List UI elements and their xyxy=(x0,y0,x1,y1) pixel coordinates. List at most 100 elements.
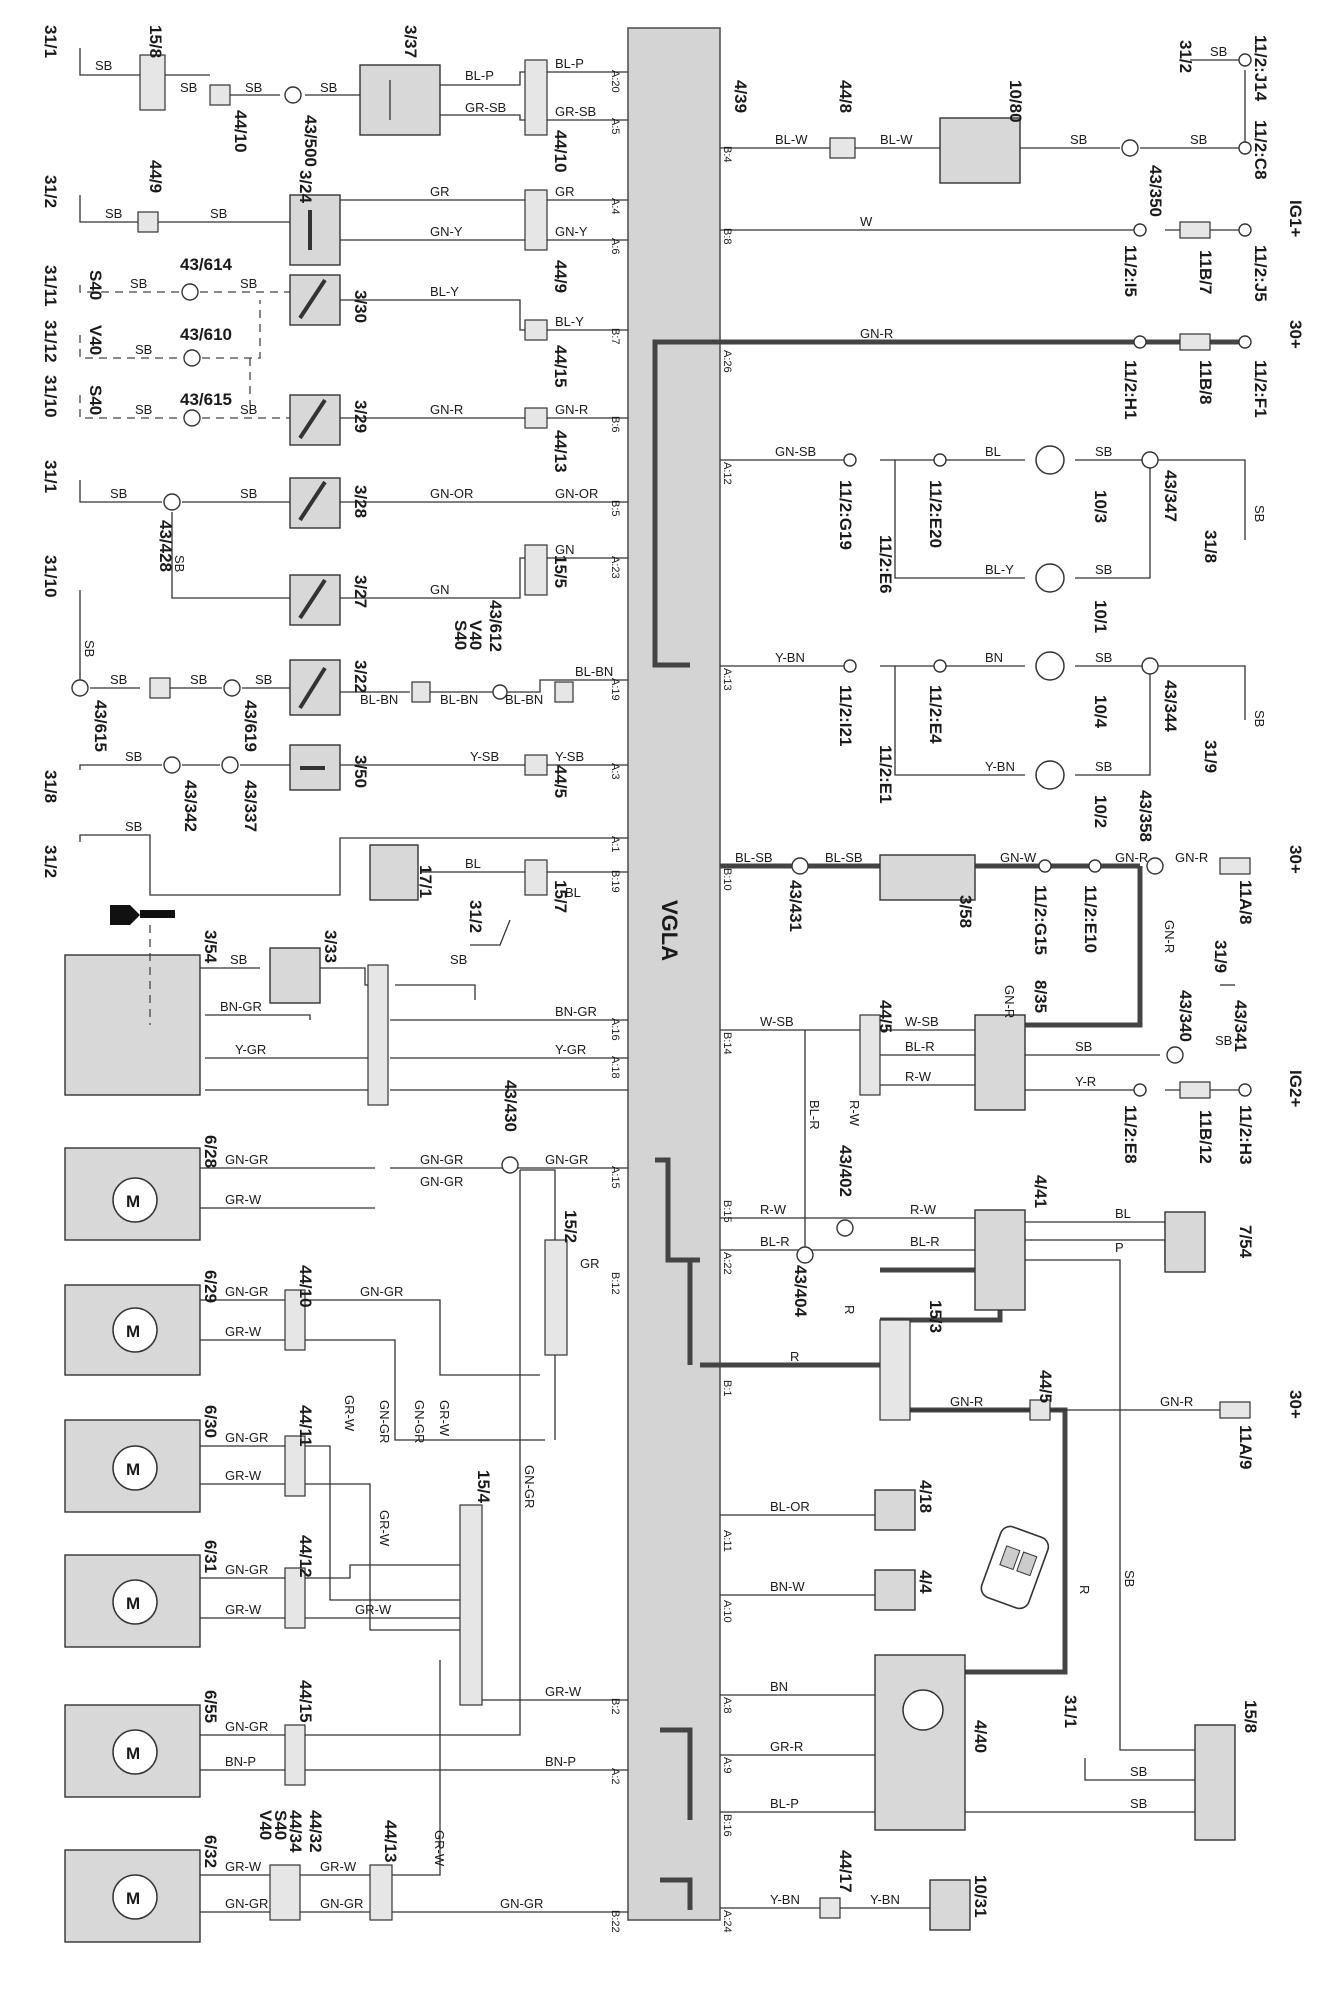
svg-text:GR-W: GR-W xyxy=(320,1859,357,1874)
svg-text:31/9: 31/9 xyxy=(1211,940,1230,973)
svg-text:BL-R: BL-R xyxy=(905,1039,935,1054)
svg-text:W-SB: W-SB xyxy=(905,1014,939,1029)
svg-text:B:7: B:7 xyxy=(609,328,621,345)
svg-text:3/29: 3/29 xyxy=(351,400,370,433)
svg-text:R-W: R-W xyxy=(760,1202,787,1217)
svg-text:A:19: A:19 xyxy=(609,678,621,701)
motor-6-30: M xyxy=(64,1419,201,1513)
svg-text:31/1: 31/1 xyxy=(1061,1695,1080,1728)
svg-text:43/428: 43/428 xyxy=(156,520,175,572)
svg-text:43/614: 43/614 xyxy=(180,255,233,274)
svg-text:SB: SB xyxy=(1070,132,1087,147)
svg-text:Y-SB: Y-SB xyxy=(555,749,584,764)
svg-text:15/4: 15/4 xyxy=(474,1470,493,1504)
svg-text:SB: SB xyxy=(110,672,127,687)
svg-text:V40: V40 xyxy=(256,1810,275,1840)
svg-text:GR: GR xyxy=(580,1256,600,1271)
svg-text:43/402: 43/402 xyxy=(836,1145,855,1197)
svg-text:11/2:J5: 11/2:J5 xyxy=(1251,245,1270,302)
svg-text:BN-GR: BN-GR xyxy=(555,1004,597,1019)
svg-text:Y-GR: Y-GR xyxy=(235,1042,266,1057)
svg-text:43/347: 43/347 xyxy=(1161,470,1180,522)
svg-text:GN-GR: GN-GR xyxy=(500,1896,543,1911)
svg-text:BL-BN: BL-BN xyxy=(440,692,478,707)
svg-text:31/1: 31/1 xyxy=(41,460,60,493)
svg-text:15/8: 15/8 xyxy=(146,25,165,58)
svg-text:44/5: 44/5 xyxy=(1036,1370,1055,1403)
svg-text:SB: SB xyxy=(320,80,337,95)
svg-text:GN-GR: GN-GR xyxy=(420,1152,463,1167)
svg-text:3/27: 3/27 xyxy=(351,575,370,608)
svg-text:GR-W: GR-W xyxy=(342,1395,357,1432)
svg-text:R-W: R-W xyxy=(847,1100,862,1127)
svg-text:SB: SB xyxy=(105,206,122,221)
svg-text:GR-W: GR-W xyxy=(437,1400,452,1437)
svg-text:4/40: 4/40 xyxy=(971,1720,990,1753)
svg-text:44/17: 44/17 xyxy=(836,1850,855,1893)
svg-text:B:5: B:5 xyxy=(609,500,621,517)
svg-text:SB: SB xyxy=(125,749,142,764)
svg-text:31/2: 31/2 xyxy=(41,845,60,878)
svg-text:P: P xyxy=(1115,1240,1124,1255)
svg-text:B:14: B:14 xyxy=(721,1032,733,1055)
svg-text:31/2: 31/2 xyxy=(466,900,485,933)
svg-text:17/1: 17/1 xyxy=(416,865,435,898)
svg-text:SB: SB xyxy=(1095,759,1112,774)
svg-text:3/22: 3/22 xyxy=(351,660,370,693)
svg-text:BL-OR: BL-OR xyxy=(770,1499,810,1514)
svg-text:SB: SB xyxy=(1190,132,1207,147)
svg-text:43/344: 43/344 xyxy=(1161,680,1180,733)
svg-text:SB: SB xyxy=(135,342,152,357)
svg-text:15/7: 15/7 xyxy=(551,880,570,913)
svg-text:M: M xyxy=(126,1744,140,1763)
svg-text:BL-BN: BL-BN xyxy=(505,692,543,707)
svg-text:A:3: A:3 xyxy=(609,763,621,780)
svg-text:6/55: 6/55 xyxy=(201,1690,220,1723)
svg-text:43/430: 43/430 xyxy=(501,1080,520,1132)
svg-text:SB: SB xyxy=(240,276,257,291)
svg-text:11/2:J14: 11/2:J14 xyxy=(1251,35,1270,102)
svg-text:44/12: 44/12 xyxy=(296,1535,315,1578)
svg-text:SB: SB xyxy=(1130,1764,1147,1779)
svg-text:GR-SB: GR-SB xyxy=(465,100,506,115)
svg-text:B:2: B:2 xyxy=(609,1698,621,1715)
svg-text:44/8: 44/8 xyxy=(836,80,855,113)
svg-text:SB: SB xyxy=(190,672,207,687)
svg-text:BL-P: BL-P xyxy=(770,1796,799,1811)
svg-text:R: R xyxy=(1077,1585,1092,1594)
svg-text:6/28: 6/28 xyxy=(201,1135,220,1168)
svg-text:11/2:E1: 11/2:E1 xyxy=(876,745,895,804)
svg-text:10/3: 10/3 xyxy=(1091,490,1110,523)
svg-text:GN-R: GN-R xyxy=(1002,985,1017,1018)
svg-text:31/10: 31/10 xyxy=(41,555,60,598)
svg-text:M: M xyxy=(126,1192,140,1211)
svg-text:30+: 30+ xyxy=(1286,845,1305,874)
svg-text:A:1: A:1 xyxy=(609,836,621,853)
svg-text:15/3: 15/3 xyxy=(926,1300,945,1333)
svg-text:GN-GR: GN-GR xyxy=(360,1284,403,1299)
svg-text:43/615: 43/615 xyxy=(91,700,110,752)
svg-text:GN: GN xyxy=(430,582,450,597)
svg-text:GN-GR: GN-GR xyxy=(225,1719,268,1734)
svg-text:GN-GR: GN-GR xyxy=(320,1896,363,1911)
svg-text:GR-W: GR-W xyxy=(545,1684,582,1699)
switch-boxes xyxy=(64,64,441,1096)
svg-text:B:8: B:8 xyxy=(721,228,733,245)
svg-text:A:10: A:10 xyxy=(721,1600,733,1623)
svg-text:B:16: B:16 xyxy=(721,1814,733,1837)
svg-text:31/8: 31/8 xyxy=(1201,530,1220,563)
svg-text:44/5: 44/5 xyxy=(551,765,570,798)
svg-text:A:22: A:22 xyxy=(721,1252,733,1275)
svg-text:43/500: 43/500 xyxy=(301,115,320,167)
svg-text:BL-W: BL-W xyxy=(880,132,913,147)
svg-text:SB: SB xyxy=(110,486,127,501)
svg-text:11/2:G19: 11/2:G19 xyxy=(836,480,855,550)
svg-text:44/13: 44/13 xyxy=(381,1820,400,1863)
svg-text:44/9: 44/9 xyxy=(551,260,570,293)
svg-text:31/8: 31/8 xyxy=(41,770,60,803)
svg-text:15/5: 15/5 xyxy=(551,555,570,588)
motors: M M M M M M xyxy=(64,1147,201,1943)
svg-text:SB: SB xyxy=(180,80,197,95)
svg-text:GN-OR: GN-OR xyxy=(430,486,473,501)
svg-text:43/341: 43/341 xyxy=(1231,1000,1250,1052)
